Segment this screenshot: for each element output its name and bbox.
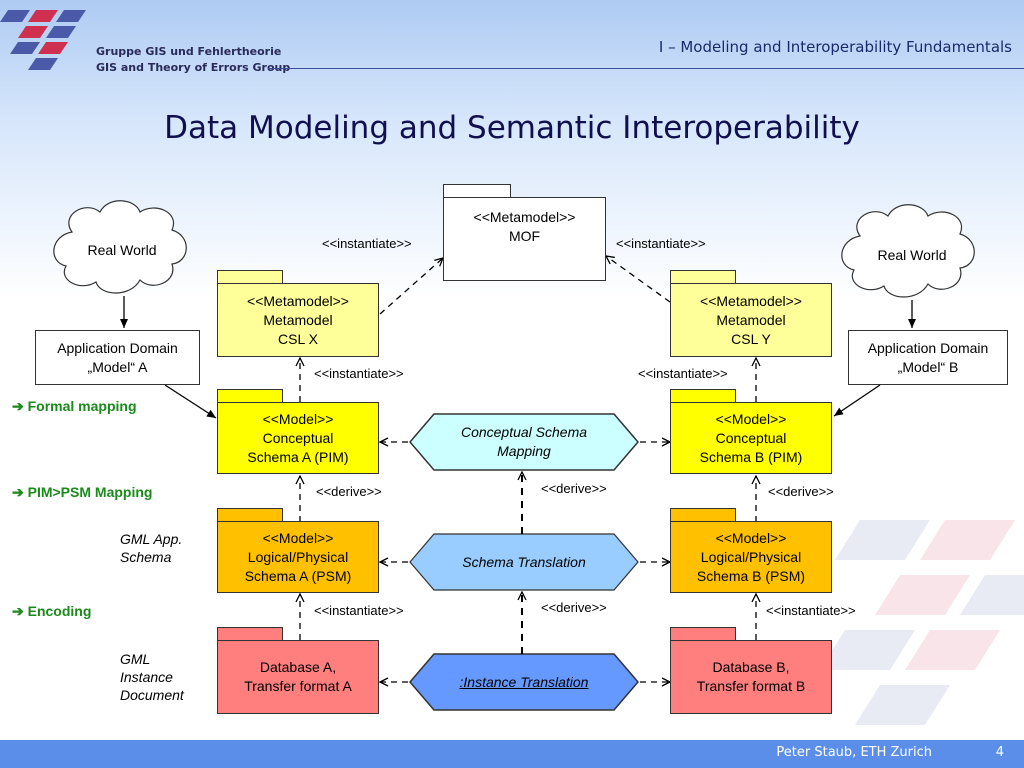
footer-bar [0, 740, 1024, 768]
package-tab [670, 508, 736, 522]
label-instantiate-left-mid: <<instantiate>> [314, 366, 404, 381]
org-line-1: Gruppe GIS und Fehlertheorie [96, 45, 282, 58]
logical-a-line3: Schema A (PSM) [244, 567, 352, 584]
page-number: 4 [995, 745, 1004, 760]
csl-x-stereotype: <<Metamodel>> [247, 292, 349, 309]
app-domain-a-line2: „Model“ A [87, 358, 148, 375]
gml-instance-document-label: GML Instance Document [120, 650, 184, 704]
gml-app-line2: Schema [120, 549, 172, 565]
csl-y-stereotype: <<Metamodel>> [700, 292, 802, 309]
arrow-domain-b-concept [833, 384, 881, 417]
package-tab [670, 627, 736, 641]
gml-app-schema-label: GML App. Schema [120, 530, 182, 566]
logical-a-stereotype: <<Model>> [262, 529, 334, 546]
label-instantiate-left-low: <<instantiate>> [314, 603, 404, 618]
logical-b-line3: Schema B (PSM) [696, 567, 806, 584]
package-body: <<Model>> Logical/Physical Schema B (PSM… [670, 521, 832, 593]
gml-inst-line1: GML [120, 651, 151, 667]
mof-name: MOF [508, 228, 541, 244]
logical-b-line2: Logical/Physical [700, 548, 802, 565]
footer-author: Peter Staub, ETH Zurich [776, 745, 932, 760]
app-domain-a-line1: Application Domain [57, 339, 178, 356]
db-b-line1: Database B, [712, 659, 790, 675]
db-a-line2: Transfer format A [244, 678, 352, 694]
package-tab [670, 389, 736, 403]
label-instantiate-right-low: <<instantiate>> [766, 603, 856, 618]
org-line-2: GIS and Theory of Errors Group [96, 61, 291, 74]
encoding-label: ➔ Encoding [12, 603, 92, 619]
concept-b-line2: Conceptual [715, 429, 787, 446]
concept-a-line3: Schema A (PIM) [247, 448, 349, 465]
dep-cslx-mof [379, 258, 443, 315]
package-body: <<Model>> Conceptual Schema A (PIM) [217, 402, 379, 474]
label-instantiate-left-top: <<instantiate>> [322, 236, 412, 251]
concept-b-line3: Schema B (PIM) [699, 448, 803, 465]
instance-translation-hexagon[interactable] [409, 653, 639, 711]
section-title: I – Modeling and Interoperability Fundam… [658, 38, 1012, 56]
dep-csly-mof [606, 256, 671, 303]
label-derive-middle-low: <<derive>> [541, 600, 607, 615]
schema-translation-hexagon[interactable] [409, 533, 639, 591]
db-a-line1: Database A, [259, 659, 337, 675]
csl-x-line3: CSL X [278, 330, 318, 347]
app-domain-b-line2: „Model“ B [897, 358, 959, 375]
concept-a-stereotype: <<Model>> [262, 410, 334, 427]
schema-translation-label: Schema Translation [462, 553, 586, 570]
label-derive-right: <<derive>> [768, 484, 834, 499]
package-body: Database B, Transfer format B [670, 640, 832, 714]
slide-title: Data Modeling and Semantic Interoperabil… [164, 110, 860, 146]
label-instantiate-right-mid: <<instantiate>> [638, 366, 728, 381]
instance-translation-label: :Instance Translation [459, 673, 589, 690]
logical-a-line2: Logical/Physical [247, 548, 349, 565]
cloud-left [53, 200, 187, 294]
real-world-b-label: Real World [877, 247, 947, 263]
gml-inst-line2: Instance [120, 669, 173, 685]
csm-hexagon[interactable] [409, 413, 639, 471]
pim-psm-mapping-label: ➔ PIM>PSM Mapping [12, 484, 153, 500]
app-domain-a-box[interactable]: Application Domain „Model“ A [35, 330, 200, 385]
package-tab [217, 389, 283, 403]
label-derive-left: <<derive>> [316, 484, 382, 499]
package-body: <<Model>> Logical/Physical Schema A (PSM… [217, 521, 379, 593]
gml-app-line1: GML App. [120, 531, 183, 547]
logical-b-stereotype: <<Model>> [715, 529, 787, 546]
label-derive-middle-top: <<derive>> [541, 481, 607, 496]
watermark-logo [820, 520, 1024, 725]
concept-a-line2: Conceptual [262, 429, 334, 446]
formal-mapping-label: ➔ Formal mapping [12, 398, 137, 414]
eth-logo-icon [0, 10, 86, 70]
cloud-right [841, 204, 975, 298]
app-domain-b-line1: Application Domain [867, 339, 989, 356]
package-tab [217, 508, 283, 522]
real-world-a-label: Real World [87, 242, 157, 258]
arrow-domain-a-concept [164, 384, 217, 419]
package-tab [217, 270, 283, 284]
app-domain-b-box[interactable]: Application Domain „Model“ B [848, 330, 1008, 385]
package-body: Database A, Transfer format A [217, 640, 379, 714]
gml-inst-line3: Document [120, 687, 184, 703]
csl-x-line2: Metamodel [263, 311, 333, 328]
label-instantiate-right-top: <<instantiate>> [616, 236, 706, 251]
package-body: <<Model>> Conceptual Schema B (PIM) [670, 402, 832, 474]
package-tab [443, 184, 511, 198]
csm-line2: Mapping [497, 443, 551, 459]
csl-y-line2: Metamodel [716, 311, 786, 328]
header-divider [268, 68, 1024, 69]
package-body: <<Metamodel>> Metamodel CSL X [217, 283, 379, 357]
csm-line1: Conceptual Schema [460, 424, 588, 440]
db-b-line2: Transfer format B [696, 678, 806, 694]
mof-stereotype: <<Metamodel>> [473, 209, 576, 225]
package-body: <<Metamodel>> MOF [443, 197, 606, 281]
csl-y-line3: CSL Y [731, 330, 771, 347]
package-tab [217, 627, 283, 641]
org-name: Gruppe GIS und Fehlertheorie GIS and The… [96, 44, 290, 76]
package-tab [670, 270, 736, 284]
package-body: <<Metamodel>> Metamodel CSL Y [670, 283, 832, 357]
concept-b-stereotype: <<Model>> [715, 410, 787, 427]
csm-label: Conceptual Schema Mapping [434, 414, 614, 470]
